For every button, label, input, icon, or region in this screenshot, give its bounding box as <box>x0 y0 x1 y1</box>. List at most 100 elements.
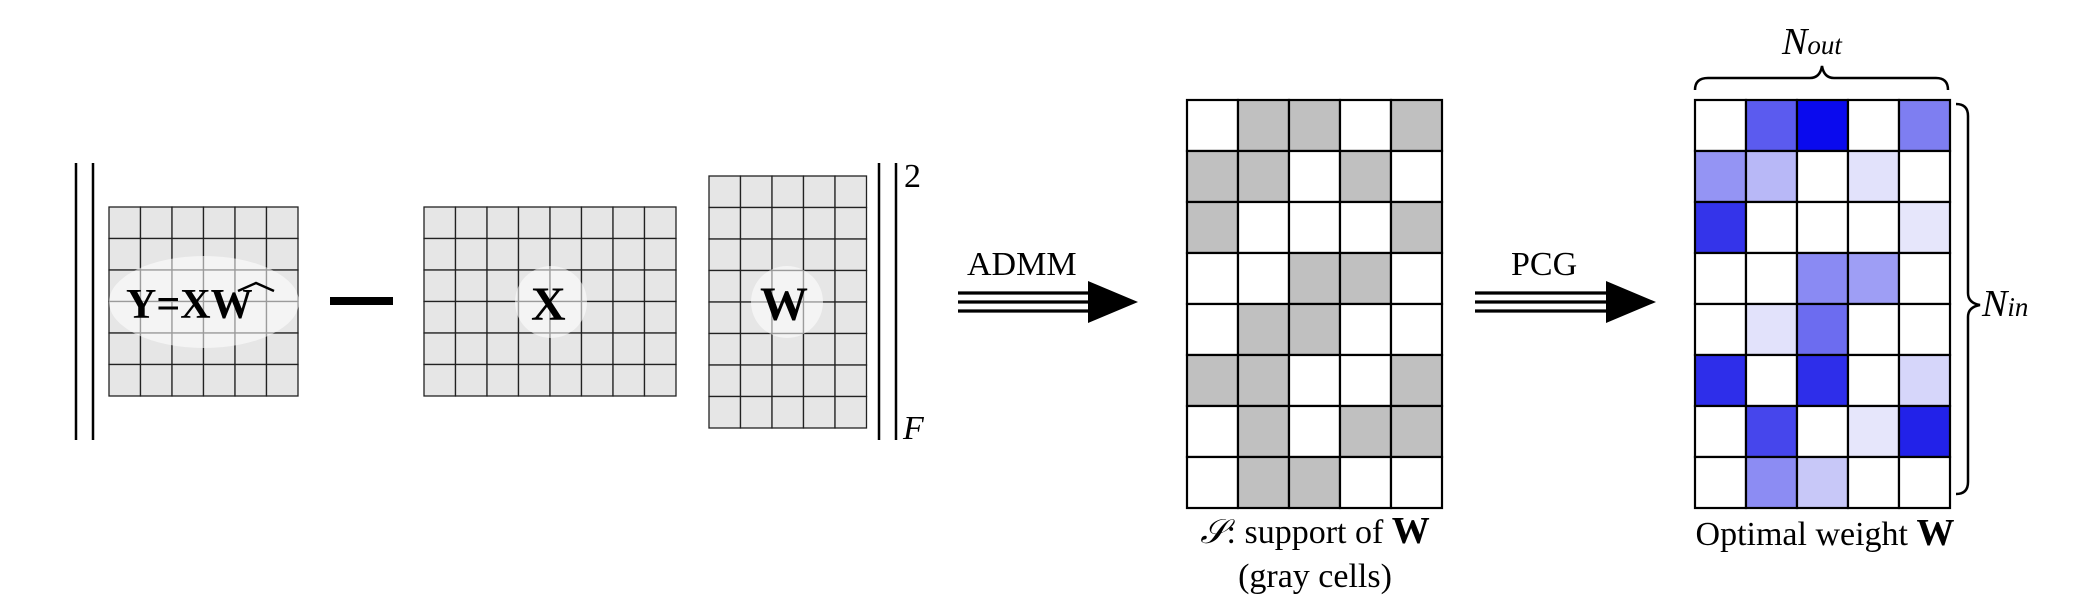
y-matrix-cell <box>108 363 142 397</box>
x-matrix-cell <box>454 300 488 334</box>
n-in-main: N <box>1982 283 2008 325</box>
x-matrix-cell <box>549 363 583 397</box>
w-matrix-cell <box>739 364 773 398</box>
y-matrix-cell <box>108 332 142 366</box>
w-matrix-cell <box>802 332 836 366</box>
support-cell <box>1389 98 1444 153</box>
x-matrix-cell <box>643 269 677 303</box>
support-caption-w: W <box>1391 510 1430 552</box>
support-cell <box>1287 455 1342 510</box>
y-matrix-cell <box>234 363 268 397</box>
x-matrix-cell <box>643 237 677 271</box>
n-out-label: Nout <box>1782 20 1842 64</box>
weight-cell <box>1744 353 1799 408</box>
weight-cell <box>1897 98 1952 153</box>
weight-cell <box>1693 149 1748 204</box>
weight-cell <box>1897 353 1952 408</box>
x-label-text: X <box>531 278 566 331</box>
x-matrix-label: X <box>531 281 566 329</box>
w-matrix-cell <box>771 364 805 398</box>
support-cell <box>1236 251 1291 306</box>
weight-cell <box>1846 98 1901 153</box>
x-matrix-cell <box>612 300 646 334</box>
x-matrix-cell <box>643 206 677 240</box>
x-matrix-cell <box>486 300 520 334</box>
y-matrix-cell <box>171 363 205 397</box>
w-matrix-cell <box>771 238 805 272</box>
support-cell <box>1185 353 1240 408</box>
support-cell <box>1185 404 1240 459</box>
support-cell <box>1287 404 1342 459</box>
support-cell <box>1389 302 1444 357</box>
support-caption-line1: 𝒮: support of W <box>1150 508 1480 556</box>
x-matrix-cell <box>612 237 646 271</box>
x-matrix-cell <box>517 237 551 271</box>
w-matrix-cell <box>708 332 742 366</box>
support-cell <box>1338 404 1393 459</box>
y-matrix-cell <box>234 206 268 240</box>
weight-cell <box>1744 455 1799 510</box>
w-matrix-cell <box>771 395 805 429</box>
weight-cell <box>1897 404 1952 459</box>
x-matrix-cell <box>517 332 551 366</box>
weight-cell <box>1693 455 1748 510</box>
weight-cell <box>1693 251 1748 306</box>
support-cell <box>1338 200 1393 255</box>
weight-cell <box>1744 302 1799 357</box>
admm-arrow <box>958 281 1138 323</box>
x-matrix-cell <box>454 269 488 303</box>
weight-cell <box>1795 302 1850 357</box>
w-matrix-cell <box>834 175 868 209</box>
support-cell <box>1236 200 1291 255</box>
weight-cell <box>1693 353 1748 408</box>
norm-left-bars <box>74 163 95 440</box>
support-cell <box>1287 149 1342 204</box>
y-matrix-cell <box>108 206 142 240</box>
w-matrix-cell <box>708 364 742 398</box>
weight-cell <box>1744 404 1799 459</box>
support-cell <box>1236 404 1291 459</box>
x-matrix-cell <box>643 300 677 334</box>
n-in-brace <box>1955 102 1981 496</box>
w-matrix-cell <box>834 206 868 240</box>
weight-cell <box>1795 455 1850 510</box>
norm-subscript: F <box>903 410 924 447</box>
x-matrix-cell <box>612 206 646 240</box>
x-matrix-cell <box>486 269 520 303</box>
w-matrix-label: W <box>760 281 808 329</box>
support-cell <box>1185 98 1240 153</box>
support-cell <box>1185 200 1240 255</box>
x-matrix-cell <box>549 206 583 240</box>
support-cell <box>1389 200 1444 255</box>
n-out-sub: out <box>1807 30 1842 60</box>
w-matrix-cell <box>802 206 836 240</box>
n-in-sub: in <box>2007 292 2029 322</box>
support-cell <box>1287 200 1342 255</box>
y-matrix-cell <box>202 363 236 397</box>
y-matrix-cell <box>202 206 236 240</box>
x-label-highlight <box>515 266 587 338</box>
w-matrix-cell <box>834 269 868 303</box>
weight-cell <box>1846 404 1901 459</box>
x-matrix-cell <box>549 237 583 271</box>
admm-label: ADMM <box>967 246 1077 283</box>
x-matrix-cell <box>580 332 614 366</box>
x-matrix-cell <box>423 269 457 303</box>
support-cell <box>1236 98 1291 153</box>
y-equals-xw-text: Y=XW <box>126 282 253 328</box>
pcg-label: PCG <box>1511 246 1578 283</box>
w-matrix-cell <box>802 175 836 209</box>
y-matrix-cell <box>265 332 299 366</box>
weight-cell <box>1795 404 1850 459</box>
weight-cell <box>1846 149 1901 204</box>
weight-cell <box>1744 251 1799 306</box>
weight-cell <box>1897 455 1952 510</box>
x-matrix-cell <box>423 332 457 366</box>
weight-cell <box>1693 404 1748 459</box>
w-label-highlight <box>751 266 823 338</box>
w-matrix-cell <box>739 238 773 272</box>
y-equals-xw-label: Y=XW <box>126 284 253 326</box>
support-cell <box>1236 302 1291 357</box>
x-matrix-cell <box>612 363 646 397</box>
